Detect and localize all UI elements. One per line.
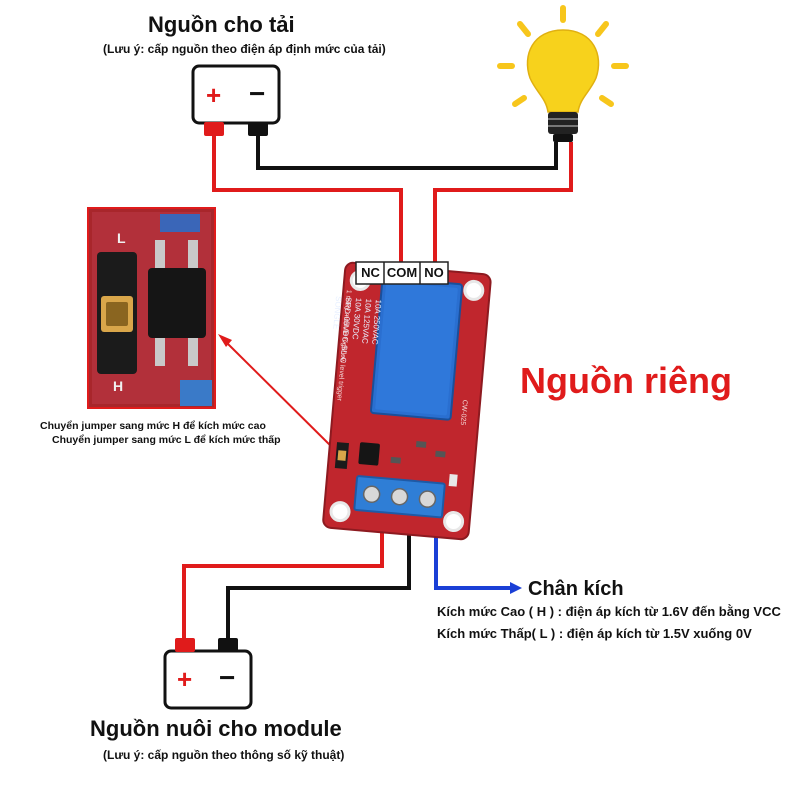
module-supply-title: Nguồn nuôi cho module — [90, 716, 342, 741]
wire-bulb-no — [433, 142, 573, 262]
relay-print: 10A 250VAC 10A 125VAC 10A 30VDC SRD-05VD… — [327, 296, 383, 366]
load-minus-symbol: − — [249, 78, 266, 109]
light-bulb-icon — [497, 5, 629, 142]
load-plus-symbol: + — [206, 80, 222, 110]
module-plus-symbol: + — [177, 664, 193, 694]
load-supply-note: (Lưu ý: cấp nguồn theo điện áp định mức … — [103, 42, 386, 56]
jumper-pointer-head — [218, 334, 232, 347]
module-battery — [163, 638, 253, 710]
relay-module — [322, 261, 492, 541]
trigger-high-text: Kích mức Cao ( H ) : điện áp kích từ 1.6… — [437, 604, 781, 619]
jumper-label-l: L — [117, 230, 126, 246]
wire-load-plus — [212, 135, 403, 262]
jumper-instruction-high: Chuyển jumper sang mức H để kích mức cao — [40, 420, 266, 432]
jumper-pointer-line — [225, 341, 344, 459]
terminal-no-label: NO — [424, 265, 444, 280]
wire-load-minus — [256, 135, 558, 170]
jumper-inset — [87, 207, 216, 409]
separate-supply-title: Nguồn riêng — [520, 360, 732, 401]
jumper-label-h: H — [113, 378, 124, 394]
wire-module-plus — [182, 512, 384, 640]
trigger-arrow-head — [510, 582, 522, 594]
load-supply-title: Nguồn cho tải — [148, 12, 295, 37]
trigger-low-text: Kích mức Thấp( L ) : điện áp kích từ 1.5… — [437, 626, 752, 641]
terminal-nc-label: NC — [361, 265, 380, 280]
module-supply-note: (Lưu ý: cấp nguồn theo thông số kỹ thuật… — [103, 748, 345, 762]
module-minus-symbol: − — [219, 662, 236, 693]
load-battery — [191, 64, 281, 136]
terminal-com-label: COM — [386, 265, 418, 280]
wire-module-minus — [226, 512, 411, 640]
trigger-title: Chân kích — [528, 578, 624, 600]
jumper-instruction-low: Chuyển jumper sang mức L để kích mức thấ… — [52, 434, 281, 446]
